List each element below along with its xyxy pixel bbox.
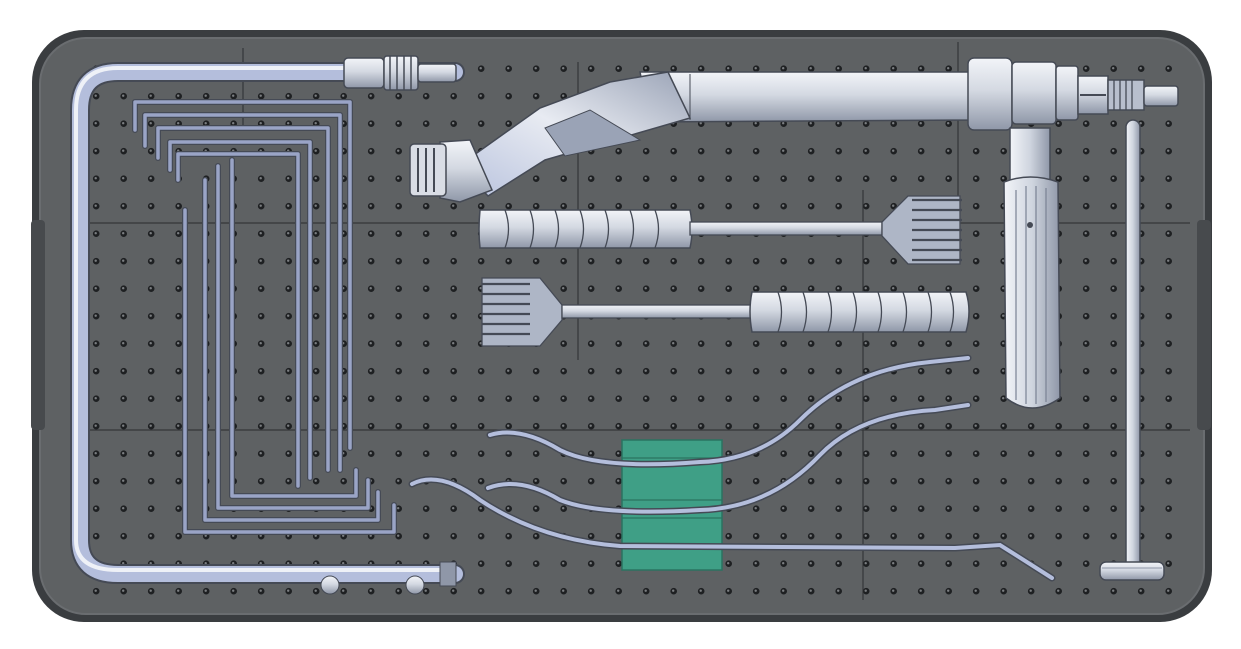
angled-cannula-handle [409,57,1179,203]
tray-side-handle-left [31,220,45,430]
rod-foot-ball-right [405,575,425,595]
tamp-plunger [1099,119,1165,581]
curved-probes [408,354,1056,582]
threaded-connector [343,55,457,91]
tray-side-handle-right [1197,220,1211,430]
u-shaped-tube-rod [70,62,465,595]
l-shaped-guide-pins [132,99,397,535]
t-handle-grip [1003,127,1061,409]
rod-foot-ball-left [320,575,340,595]
ribbed-handle-rasp-lower [481,277,970,347]
ribbed-handle-rasp-upper [478,195,962,265]
